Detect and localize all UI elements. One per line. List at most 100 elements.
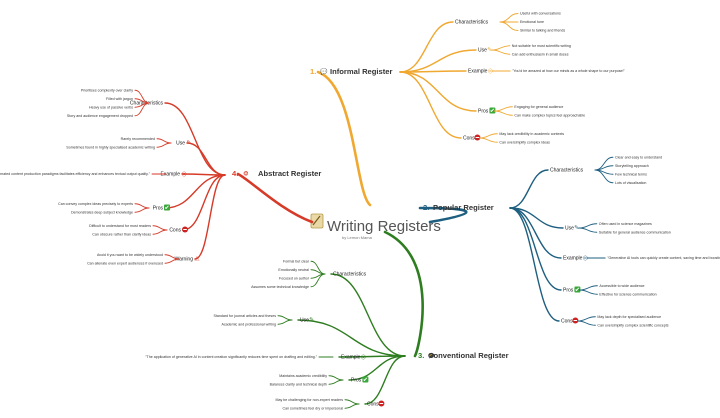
svg-text:💬: 💬 <box>320 68 328 76</box>
leaf-item: Emotional tone <box>520 20 544 24</box>
leaf-item: Lots of visualisation <box>615 181 646 185</box>
branch-line <box>348 355 406 381</box>
minus-icon <box>378 400 385 407</box>
svg-text:◎: ◎ <box>488 68 493 75</box>
svg-text:⚠: ⚠ <box>194 256 200 263</box>
branch-line <box>509 169 549 209</box>
category-use: Use <box>176 141 185 147</box>
leaf-item: May be challenging for non-expert reader… <box>275 398 343 402</box>
leaf-item: Focused on author <box>279 276 310 280</box>
target-icon: ◎ <box>181 171 186 178</box>
svg-text:✔: ✔ <box>363 377 368 384</box>
category-example: Example <box>161 172 181 178</box>
trunk-line <box>316 70 372 207</box>
star-icon: ★ <box>434 205 439 212</box>
branch-line <box>182 174 226 231</box>
branch-line <box>578 227 598 233</box>
pencil-icon: ✎ <box>309 317 314 324</box>
branch-title: Conventional Register <box>428 351 509 360</box>
branch-number: 2. <box>423 203 429 212</box>
leaf-item: Storytelling approach <box>615 164 649 168</box>
center-topic <box>310 213 324 229</box>
branch-line <box>134 207 150 213</box>
leaf-item: Story and audience engagement dropped <box>67 114 133 118</box>
svg-text:✔: ✔ <box>490 108 495 115</box>
leaf-item: Can make complex topics feel approachabl… <box>514 113 585 117</box>
leaf-item: Can add enthusiasm in small doses <box>512 52 569 56</box>
leaf-item: Emotionally neutral <box>278 268 309 272</box>
leaf-item: Similar to talking and friends <box>520 29 565 33</box>
branch-informal <box>316 70 372 207</box>
category-pros: Pros <box>563 288 574 294</box>
leaf-item: Suitable for general audience communicat… <box>599 230 671 234</box>
svg-text:❂: ❂ <box>243 171 248 178</box>
category-use: Use <box>478 48 487 54</box>
leaf-item: "The utilization of generative algorithm… <box>0 172 151 176</box>
target-icon: ◎ <box>488 68 493 75</box>
check-icon: ✔ <box>574 286 581 294</box>
svg-text:◎: ◎ <box>181 171 186 178</box>
leaf-item: Often used in science magazines <box>599 222 652 226</box>
branch-number: 1. <box>310 67 316 76</box>
check-icon: ✔ <box>489 107 496 115</box>
branch-line <box>156 138 172 144</box>
branch-line <box>134 102 150 117</box>
category-cons: Cons <box>169 228 181 234</box>
branch-line <box>186 142 226 176</box>
svg-text:✎: ✎ <box>186 140 191 147</box>
leaf-item: Demonstrates deep subject knowledge <box>71 210 133 214</box>
leaf-item: Avoid it you want to be widely understoo… <box>97 253 163 257</box>
center-title: Writing Registers <box>327 218 441 235</box>
speech-bubble-icon: 💬 <box>320 68 328 76</box>
graduation-cap-icon: 🎓 <box>428 353 436 360</box>
leaf-item: May lack credibility in academic context… <box>499 132 564 136</box>
branch-line <box>328 379 344 385</box>
branch-line <box>277 315 293 321</box>
branch-number: 4. <box>232 169 238 178</box>
pencil-icon: ✎ <box>186 140 191 147</box>
branch-line <box>164 258 180 264</box>
branch-line <box>594 169 614 184</box>
svg-text:✔: ✔ <box>164 205 169 212</box>
branch-line <box>364 355 406 405</box>
category-pros: Pros <box>153 206 164 212</box>
svg-text:✎: ✎ <box>574 225 579 232</box>
branch-line <box>338 355 406 358</box>
category-pros: Pros <box>478 109 489 115</box>
leaf-item: Sometimes found in highly specialised ac… <box>66 145 155 149</box>
category-example: Example <box>468 69 488 75</box>
leaf-item: Assumes some technical knowledge <box>251 285 309 289</box>
leaf-item: Few technical terms <box>615 172 647 176</box>
leaf-item: May lack depth for specialised audience <box>597 315 661 319</box>
branch-line <box>399 71 477 112</box>
category-characteristics: Characteristics <box>333 272 367 278</box>
svg-text:🎓: 🎓 <box>428 353 436 360</box>
leaf-item: Maintains academic credibility <box>279 374 327 378</box>
leaf-item: Can convey complex ideas precisely to ex… <box>58 202 133 206</box>
leaf-item: Can sometimes feel dry or impersonal <box>282 406 343 410</box>
leaf-item: Effective for science communication <box>599 292 656 296</box>
branch-line <box>152 225 168 231</box>
minus-icon <box>474 134 481 141</box>
branch-line <box>152 229 168 235</box>
trunk-line <box>418 206 468 224</box>
category-cons: Cons <box>561 319 573 325</box>
leaf-item: "The application of generative AI in con… <box>145 355 317 359</box>
branch-line <box>164 102 226 176</box>
branch-line <box>491 49 511 55</box>
branch-line <box>576 320 596 326</box>
leaf-item: Accessible to wide audience <box>599 284 644 288</box>
category-example: Example <box>341 355 361 361</box>
minus-icon <box>182 226 188 233</box>
branch-popular <box>418 206 468 224</box>
pencil-icon: ✎ <box>487 47 492 54</box>
leaf-item: Filled with jargon <box>106 97 133 101</box>
leaf-item: Can oversimplify complex scientific conc… <box>597 323 668 327</box>
branch-line <box>399 70 467 73</box>
branch-line <box>344 403 360 409</box>
branch-line <box>344 399 360 405</box>
trunk-line <box>383 230 424 358</box>
branch-line <box>578 285 598 291</box>
category-pros: Pros <box>351 378 362 384</box>
svg-text:◎: ◎ <box>361 354 366 361</box>
